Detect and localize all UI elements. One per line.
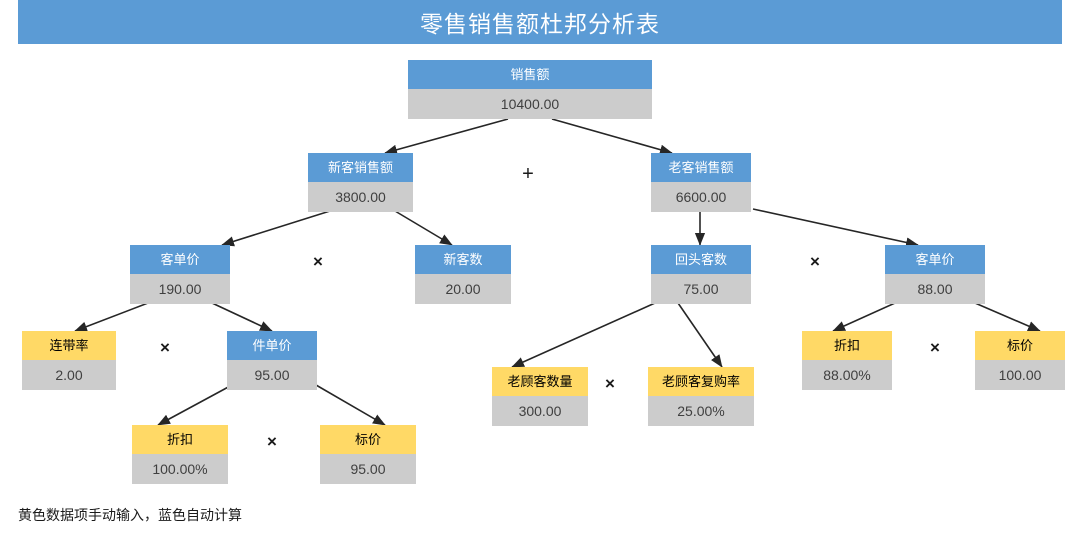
node-list-price-old[interactable]: 标价 100.00 [975, 331, 1065, 390]
node-old-customer-qty-label: 老顾客数量 [492, 367, 588, 396]
operator-return-customer-product: × [605, 374, 615, 393]
link-item-price-to-discount [157, 384, 233, 426]
node-sales-value[interactable]: 10400.00 [408, 89, 652, 119]
node-unit-price-old[interactable]: 客单价 88.00 [885, 245, 985, 304]
node-item-price[interactable]: 件单价 95.00 [227, 331, 317, 390]
node-old-customer-sales[interactable]: 老客销售额 6600.00 [651, 153, 751, 212]
node-unit-price-new-value[interactable]: 190.00 [130, 274, 230, 304]
node-unit-price-old-label: 客单价 [885, 245, 985, 274]
page-title: 零售销售额杜邦分析表 [420, 12, 660, 37]
link-sales-to-new-sales [384, 118, 509, 155]
node-old-customer-qty[interactable]: 老顾客数量 300.00 [492, 367, 588, 426]
node-list-price-old-value[interactable]: 100.00 [975, 360, 1065, 390]
link-unit-price-to-item-price [211, 302, 273, 332]
operator-unit-price-new-product: × [160, 338, 170, 357]
node-old-customer-sales-value[interactable]: 6600.00 [651, 182, 751, 212]
node-new-customer-sales-label: 新客销售额 [308, 153, 413, 182]
link-old-sales-to-unit-price-old [752, 208, 919, 248]
operator-new-sales-product: × [313, 252, 323, 271]
link-new-sales-to-unit-price [221, 210, 331, 247]
node-new-customer-sales[interactable]: 新客销售额 3800.00 [308, 153, 413, 212]
node-old-customer-repurchase[interactable]: 老顾客复购率 25.00% [648, 367, 754, 426]
node-unit-price-new-label: 客单价 [130, 245, 230, 274]
node-old-customer-qty-value[interactable]: 300.00 [492, 396, 588, 426]
node-return-customer-count-value[interactable]: 75.00 [651, 274, 751, 304]
node-list-price-old-label: 标价 [975, 331, 1065, 360]
node-old-customer-sales-label: 老客销售额 [651, 153, 751, 182]
node-new-customer-count[interactable]: 新客数 20.00 [415, 245, 511, 304]
node-discount-old-label: 折扣 [802, 331, 892, 360]
link-item-price-to-list-price [315, 384, 386, 426]
link-unit-price-old-to-list-price [974, 302, 1041, 332]
link-return-count-to-repurchase [677, 302, 723, 368]
node-unit-price-new[interactable]: 客单价 190.00 [130, 245, 230, 304]
node-list-price-item-value[interactable]: 95.00 [320, 454, 416, 484]
page-title-bar: 零售销售额杜邦分析表 [18, 0, 1062, 44]
legend-note: 黄色数据项手动输入，蓝色自动计算 [18, 507, 242, 523]
node-discount-item-label: 折扣 [132, 425, 228, 454]
link-new-sales-to-new-count [394, 210, 453, 246]
operator-sales-split: + [522, 163, 534, 185]
node-attach-rate-value[interactable]: 2.00 [22, 360, 116, 390]
link-unit-price-old-to-discount [832, 302, 896, 332]
node-new-customer-count-label: 新客数 [415, 245, 511, 274]
node-old-customer-repurchase-value[interactable]: 25.00% [648, 396, 754, 426]
link-sales-to-old-sales [551, 118, 673, 155]
node-discount-old-value[interactable]: 88.00% [802, 360, 892, 390]
node-discount-item[interactable]: 折扣 100.00% [132, 425, 228, 484]
node-old-customer-repurchase-label: 老顾客复购率 [648, 367, 754, 396]
node-item-price-label: 件单价 [227, 331, 317, 360]
node-new-customer-count-value[interactable]: 20.00 [415, 274, 511, 304]
node-item-price-value[interactable]: 95.00 [227, 360, 317, 390]
node-discount-item-value[interactable]: 100.00% [132, 454, 228, 484]
node-return-customer-count-label: 回头客数 [651, 245, 751, 274]
node-list-price-item-label: 标价 [320, 425, 416, 454]
link-return-count-to-old-qty [511, 302, 656, 368]
operator-old-sales-product: × [810, 252, 820, 271]
node-return-customer-count[interactable]: 回头客数 75.00 [651, 245, 751, 304]
link-unit-price-to-attach-rate [74, 302, 149, 332]
node-unit-price-old-value[interactable]: 88.00 [885, 274, 985, 304]
node-sales[interactable]: 销售额 10400.00 [408, 60, 652, 119]
node-attach-rate[interactable]: 连带率 2.00 [22, 331, 116, 390]
operator-item-price-product: × [267, 432, 277, 451]
node-list-price-item[interactable]: 标价 95.00 [320, 425, 416, 484]
node-sales-label: 销售额 [408, 60, 652, 89]
node-discount-old[interactable]: 折扣 88.00% [802, 331, 892, 390]
node-attach-rate-label: 连带率 [22, 331, 116, 360]
operator-unit-price-old-product: × [930, 338, 940, 357]
node-new-customer-sales-value[interactable]: 3800.00 [308, 182, 413, 212]
